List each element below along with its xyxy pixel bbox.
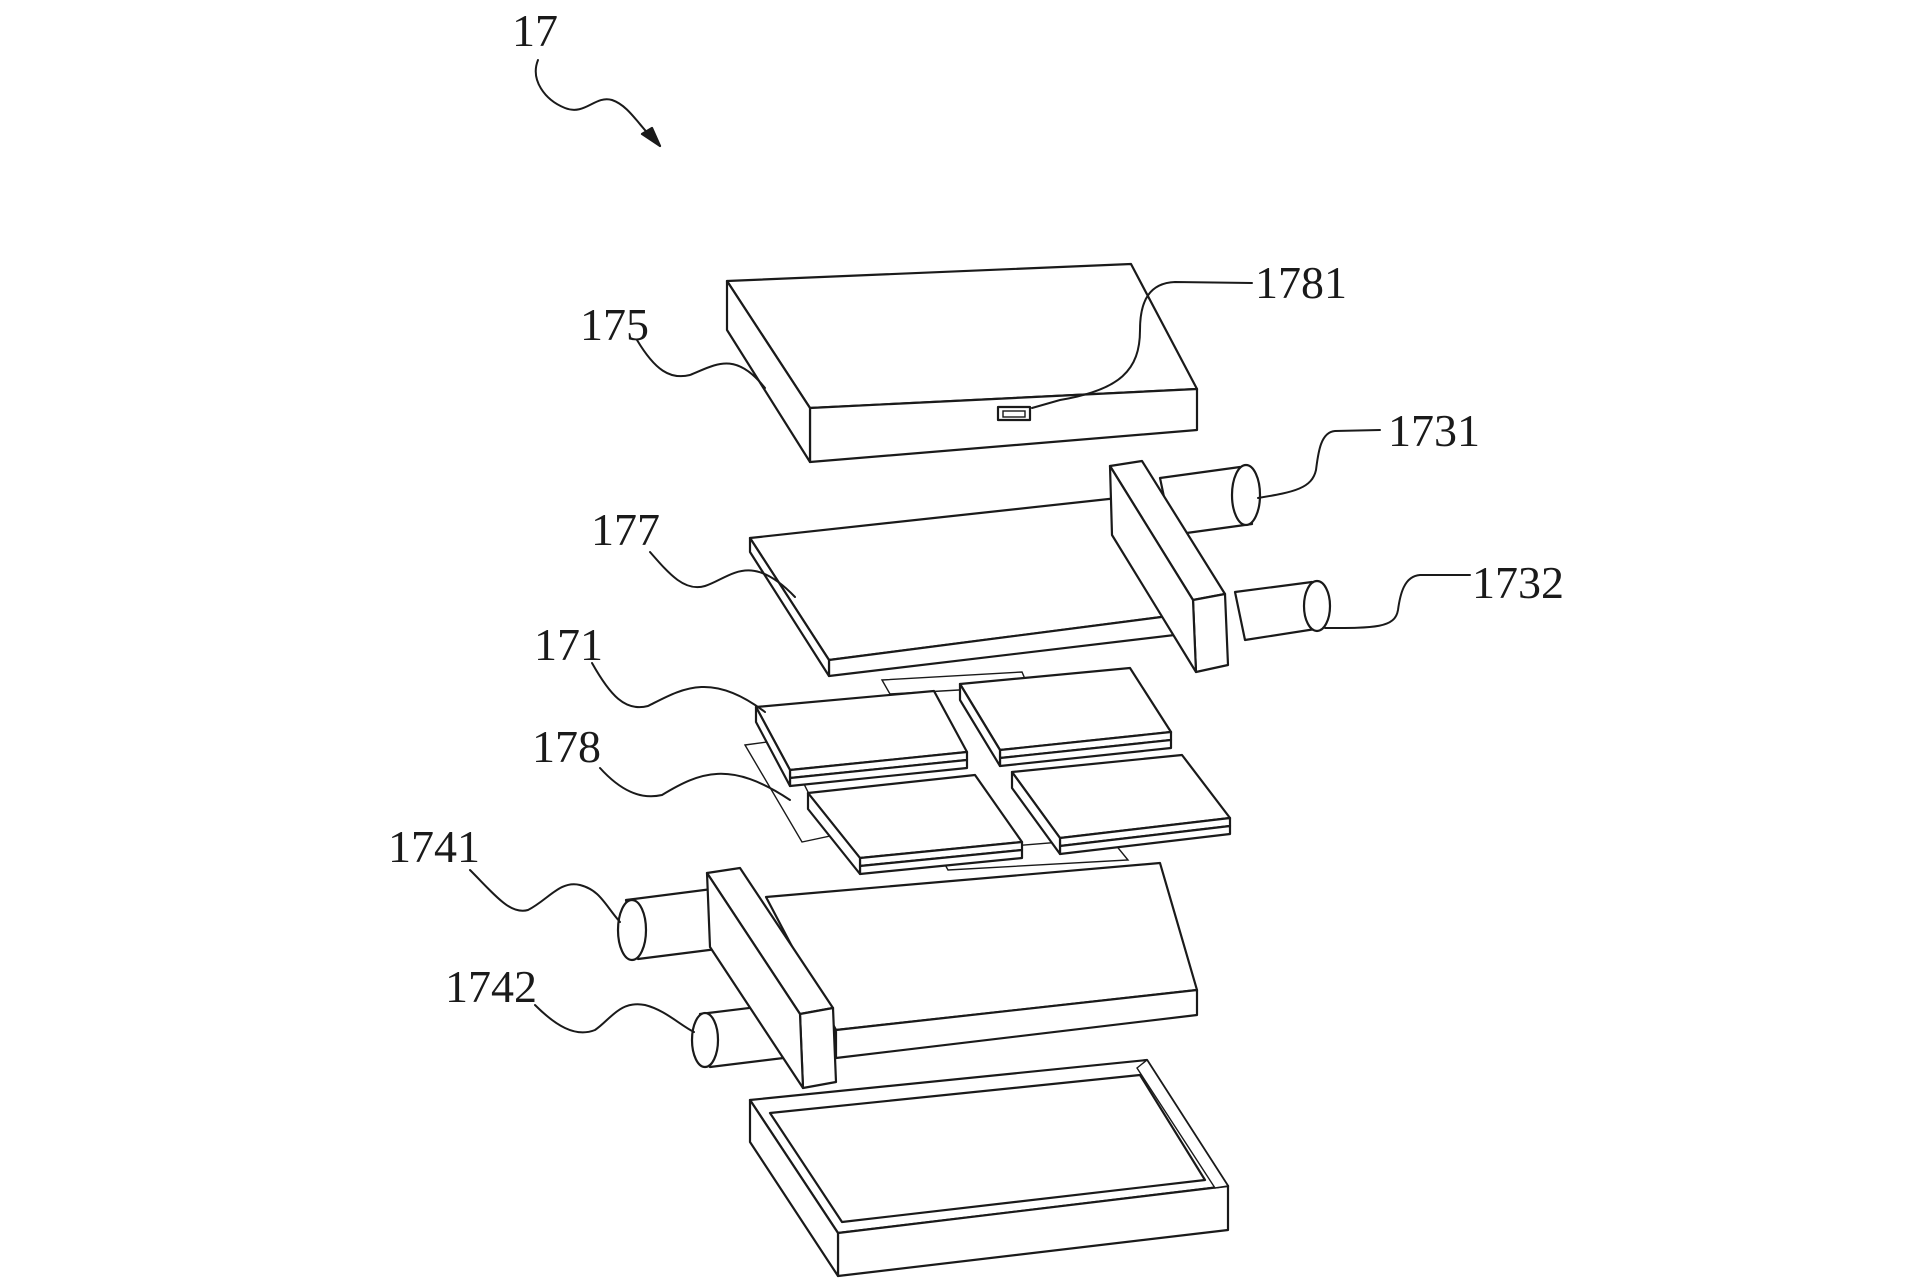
leader-1742 bbox=[534, 1003, 695, 1034]
battery-cell-lower-right bbox=[1010, 753, 1232, 856]
label-1781: 1781 bbox=[1255, 257, 1347, 308]
battery-cell-lower-left bbox=[806, 773, 1024, 876]
lower-port-1741 bbox=[616, 887, 727, 962]
battery-cell-front-left bbox=[754, 689, 969, 788]
label-1741: 1741 bbox=[388, 821, 480, 872]
leader-lines bbox=[469, 280, 1471, 1034]
assembly-reference-group: 17 bbox=[512, 5, 662, 148]
leader-171 bbox=[591, 662, 766, 713]
leader-178 bbox=[599, 767, 791, 801]
reference-labels: 175 1781 1731 177 1732 171 178 1741 1742 bbox=[388, 257, 1564, 1012]
leader-177 bbox=[649, 551, 796, 598]
label-1731: 1731 bbox=[1388, 405, 1480, 456]
label-178: 178 bbox=[532, 721, 601, 772]
upper-header-block bbox=[1108, 459, 1230, 674]
assembly-reference-label: 17 bbox=[512, 5, 558, 56]
top-cover bbox=[725, 262, 1199, 464]
leader-1732 bbox=[1324, 574, 1471, 629]
label-171: 171 bbox=[534, 619, 603, 670]
label-177: 177 bbox=[591, 504, 660, 555]
upper-port-1731 bbox=[1158, 463, 1262, 537]
leader-1781 bbox=[1031, 280, 1253, 409]
lower-header-block bbox=[705, 866, 838, 1090]
leader-175 bbox=[636, 339, 766, 389]
leader-1741 bbox=[469, 869, 621, 923]
battery-cell-back-right bbox=[958, 666, 1173, 768]
lower-cooling-plate bbox=[764, 861, 1199, 1060]
arrowhead-icon bbox=[640, 126, 662, 148]
bottom-tray bbox=[748, 1058, 1230, 1278]
label-1742: 1742 bbox=[445, 961, 537, 1012]
leader-1731 bbox=[1257, 429, 1381, 499]
label-175: 175 bbox=[580, 299, 649, 350]
upper-port-1732 bbox=[1233, 579, 1332, 642]
label-1732: 1732 bbox=[1472, 557, 1564, 608]
assembly-reference-arrow bbox=[534, 59, 661, 147]
